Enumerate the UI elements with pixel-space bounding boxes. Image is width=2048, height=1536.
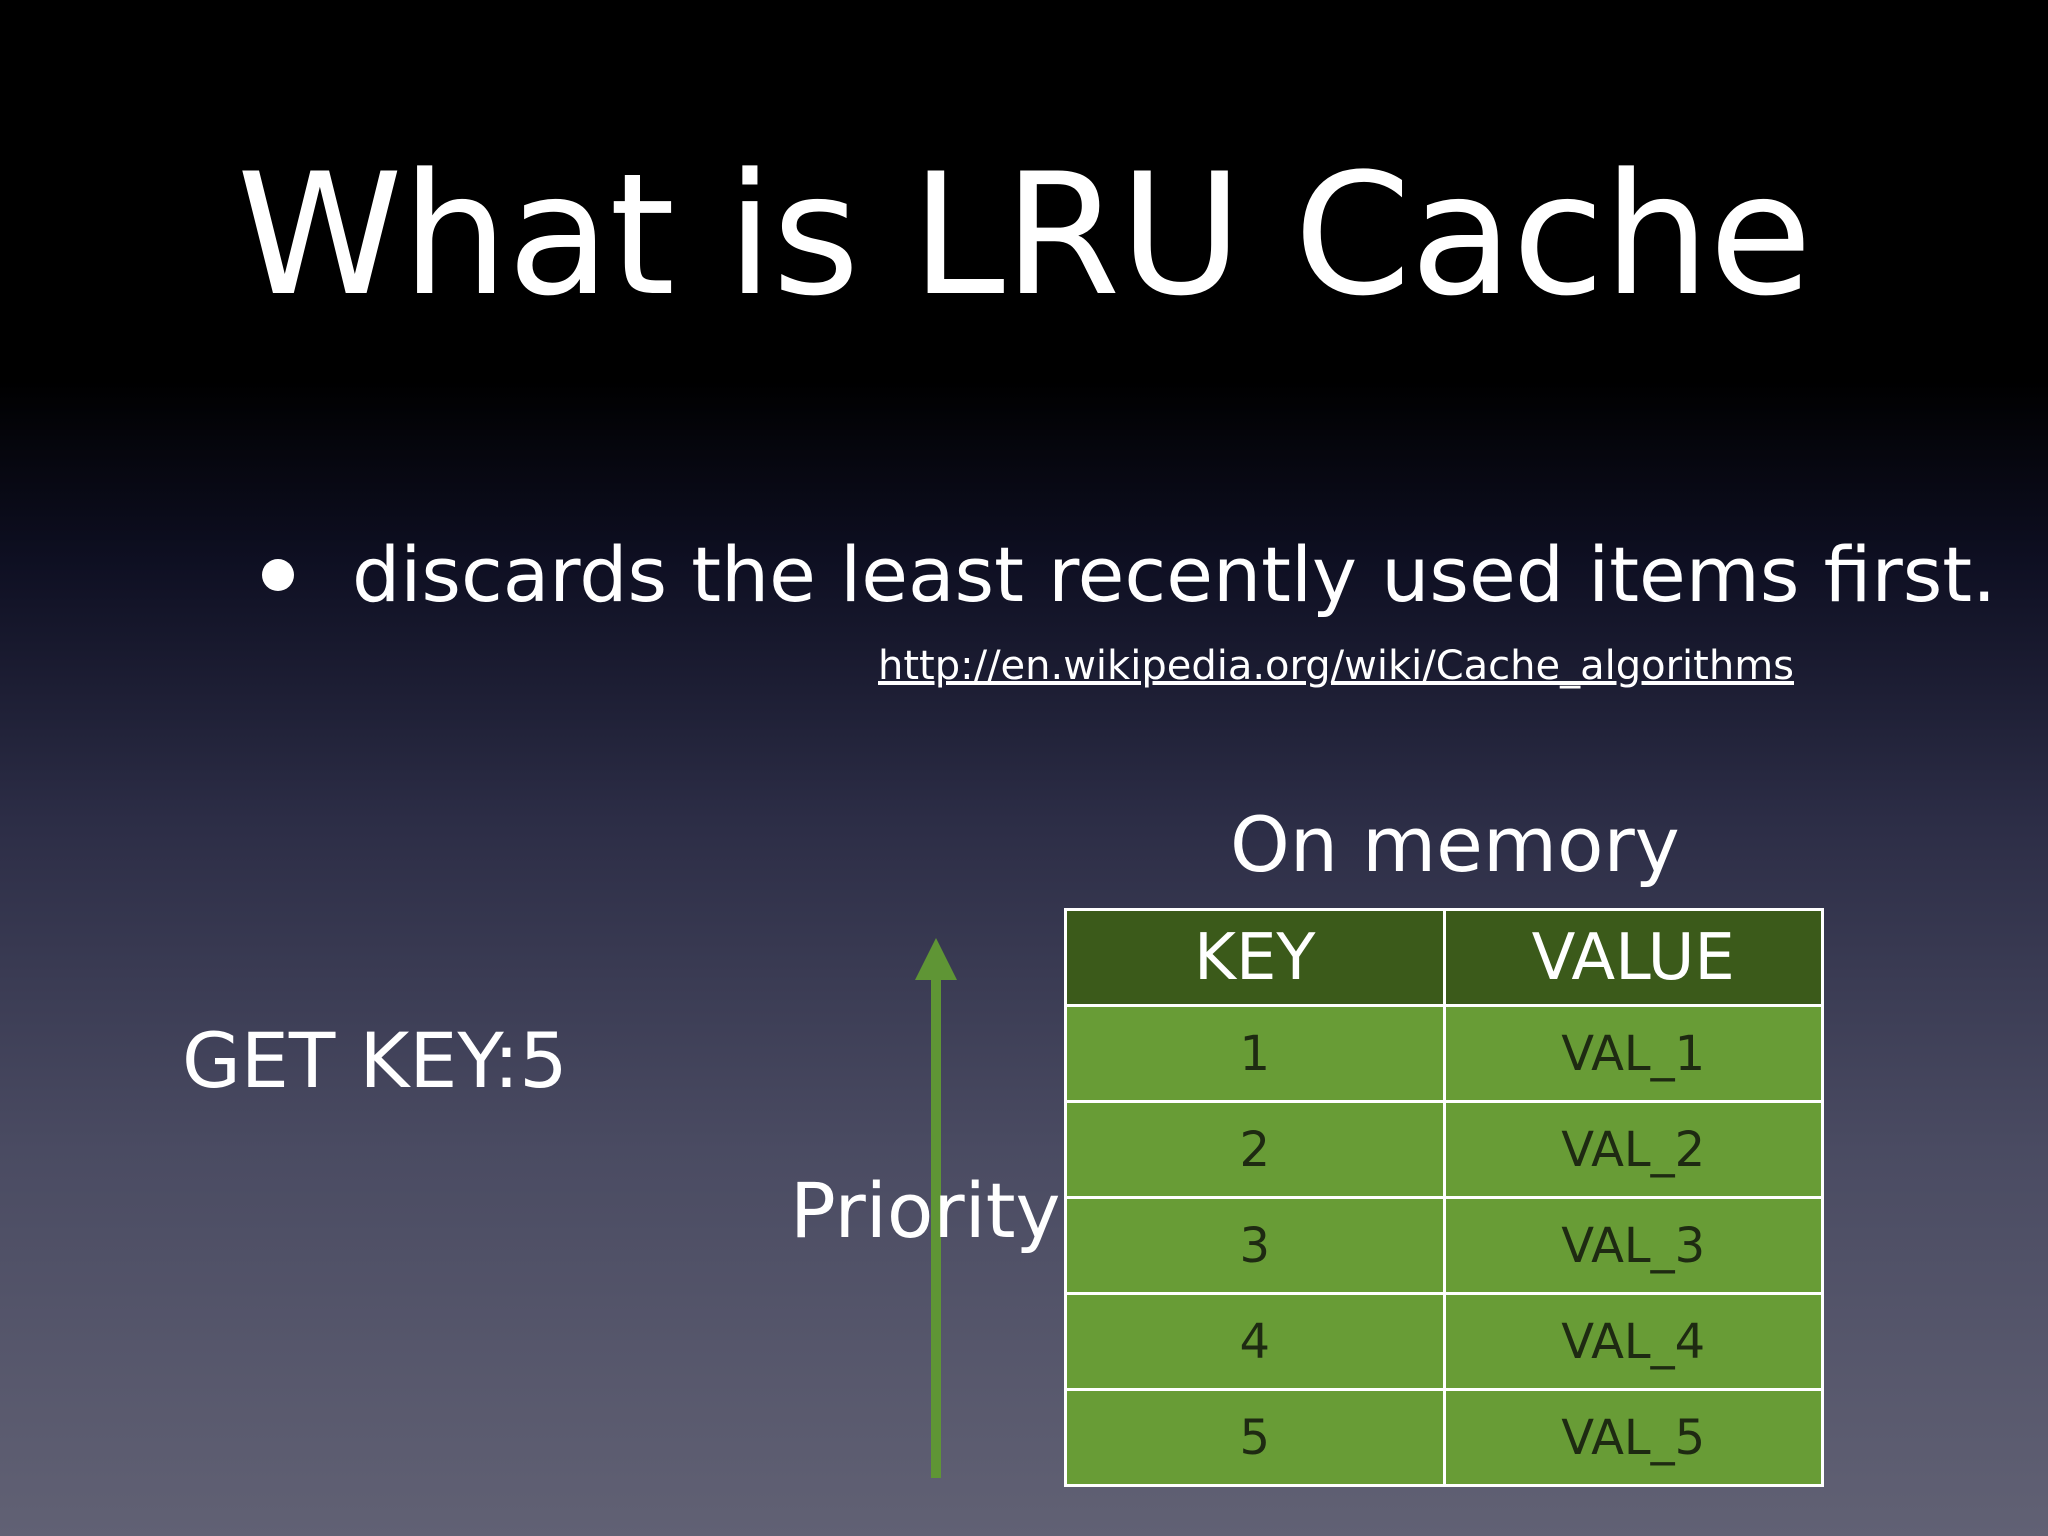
cell-key: 4 <box>1064 1292 1446 1391</box>
cell-key: 5 <box>1064 1388 1446 1487</box>
priority-label: Priority <box>790 1166 1061 1255</box>
table-row: 1 VAL_1 <box>1064 1004 1824 1103</box>
priority-arrow-shaft <box>931 976 941 1478</box>
priority-arrow-icon <box>915 938 957 1478</box>
cell-value: VAL_5 <box>1442 1388 1824 1487</box>
reference-link[interactable]: http://en.wikipedia.org/wiki/Cache_algor… <box>878 643 1794 689</box>
table-row: 4 VAL_4 <box>1064 1292 1824 1391</box>
table-row: 3 VAL_3 <box>1064 1196 1824 1295</box>
table-row: 5 VAL_5 <box>1064 1388 1824 1487</box>
bullet-text: discards the least recently used items f… <box>352 530 1997 619</box>
cell-key: 1 <box>1064 1004 1446 1103</box>
slide-title: What is LRU Cache <box>236 137 1813 333</box>
bullet-item: discards the least recently used items f… <box>262 530 1996 620</box>
cell-key: 2 <box>1064 1100 1446 1199</box>
priority-arrow-head <box>915 938 957 980</box>
header-key: KEY <box>1064 908 1446 1007</box>
cell-value: VAL_3 <box>1442 1196 1824 1295</box>
cell-value: VAL_2 <box>1442 1100 1824 1199</box>
table-header-row: KEY VALUE <box>1064 908 1824 1007</box>
table-row: 2 VAL_2 <box>1064 1100 1824 1199</box>
cell-key: 3 <box>1064 1196 1446 1295</box>
bullet-dot-icon <box>262 559 294 591</box>
cell-value: VAL_4 <box>1442 1292 1824 1391</box>
cell-value: VAL_1 <box>1442 1004 1824 1103</box>
header-value: VALUE <box>1442 908 1824 1007</box>
on-memory-label: On memory <box>1230 800 1680 889</box>
get-key-request-label: GET KEY:5 <box>182 1016 568 1105</box>
cache-table: KEY VALUE 1 VAL_1 2 VAL_2 3 VAL_3 4 VAL_… <box>1064 908 1824 1487</box>
